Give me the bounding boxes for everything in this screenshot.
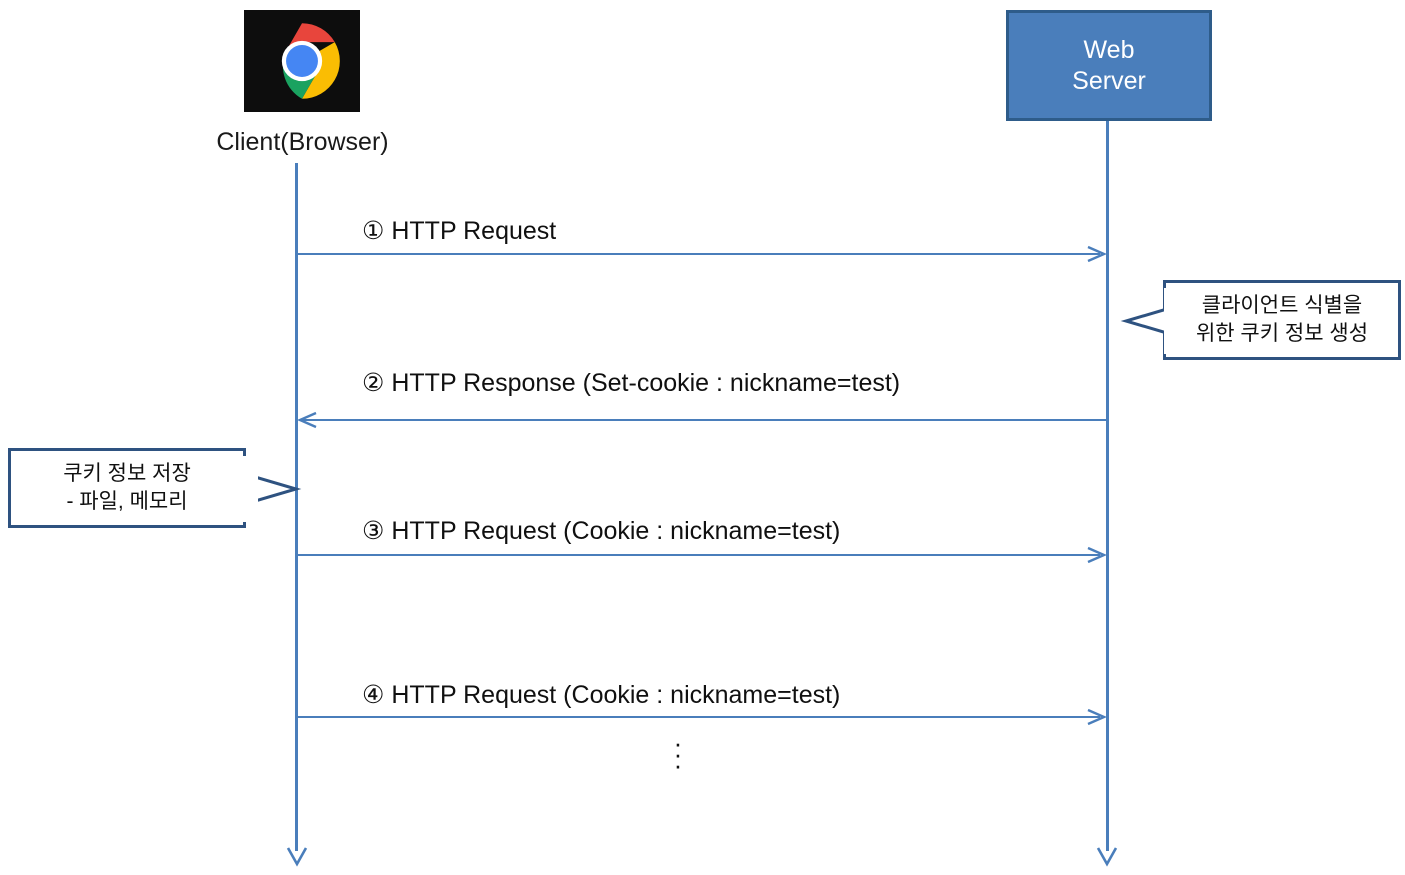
- ellipsis-dot-2: ·: [673, 739, 683, 769]
- message-line-4: [297, 716, 1100, 718]
- message-arrowhead-4-icon: [1087, 708, 1107, 726]
- client-note-callout: 쿠키 정보 저장 - 파일, 메모리: [8, 448, 246, 528]
- message-line-2: [302, 419, 1108, 421]
- message-line-1: [297, 253, 1100, 255]
- client-lifeline: [295, 163, 298, 851]
- message-arrowhead-1-icon: [1087, 245, 1107, 263]
- client-note-line2: - 파일, 메모리: [66, 490, 188, 513]
- continuation-ellipsis: · · ·: [660, 728, 696, 780]
- server-label-line1: Web: [1083, 36, 1135, 64]
- message-arrowhead-2-icon: [297, 411, 317, 429]
- chrome-icon-badge: [244, 10, 360, 112]
- client-note-callout-tail: [236, 456, 302, 522]
- server-note-callout: 클라이언트 식별을 위한 쿠키 정보 생성: [1163, 280, 1401, 360]
- ellipsis-dot-3: ·: [673, 750, 683, 780]
- server-note-line1: 클라이언트 식별을: [1201, 293, 1363, 317]
- message-label-2: ② HTTP Response (Set-cookie : nickname=t…: [362, 369, 901, 397]
- chrome-logo-icon: [281, 23, 340, 99]
- ellipsis-dot-1: ·: [673, 728, 683, 758]
- server-lifeline: [1106, 121, 1109, 851]
- server-note-callout-tail: [1120, 288, 1186, 354]
- client-note-line1: 쿠키 정보 저장: [63, 461, 191, 485]
- message-label-1: ① HTTP Request: [362, 217, 557, 245]
- message-label-4: ④ HTTP Request (Cookie : nickname=test): [362, 681, 841, 709]
- message-line-3: [297, 554, 1100, 556]
- server-label-line2: Server: [1072, 66, 1146, 95]
- message-label-3: ③ HTTP Request (Cookie : nickname=test): [362, 517, 841, 545]
- message-arrowhead-3-icon: [1087, 546, 1107, 564]
- server-note-line2: 위한 쿠키 정보 생성: [1195, 322, 1369, 345]
- web-server-box: Web Server: [1006, 10, 1212, 121]
- client-lifeline-arrowhead-icon: [286, 847, 308, 867]
- client-actor-label: Client(Browser): [216, 128, 389, 156]
- server-lifeline-arrowhead-icon: [1096, 847, 1118, 867]
